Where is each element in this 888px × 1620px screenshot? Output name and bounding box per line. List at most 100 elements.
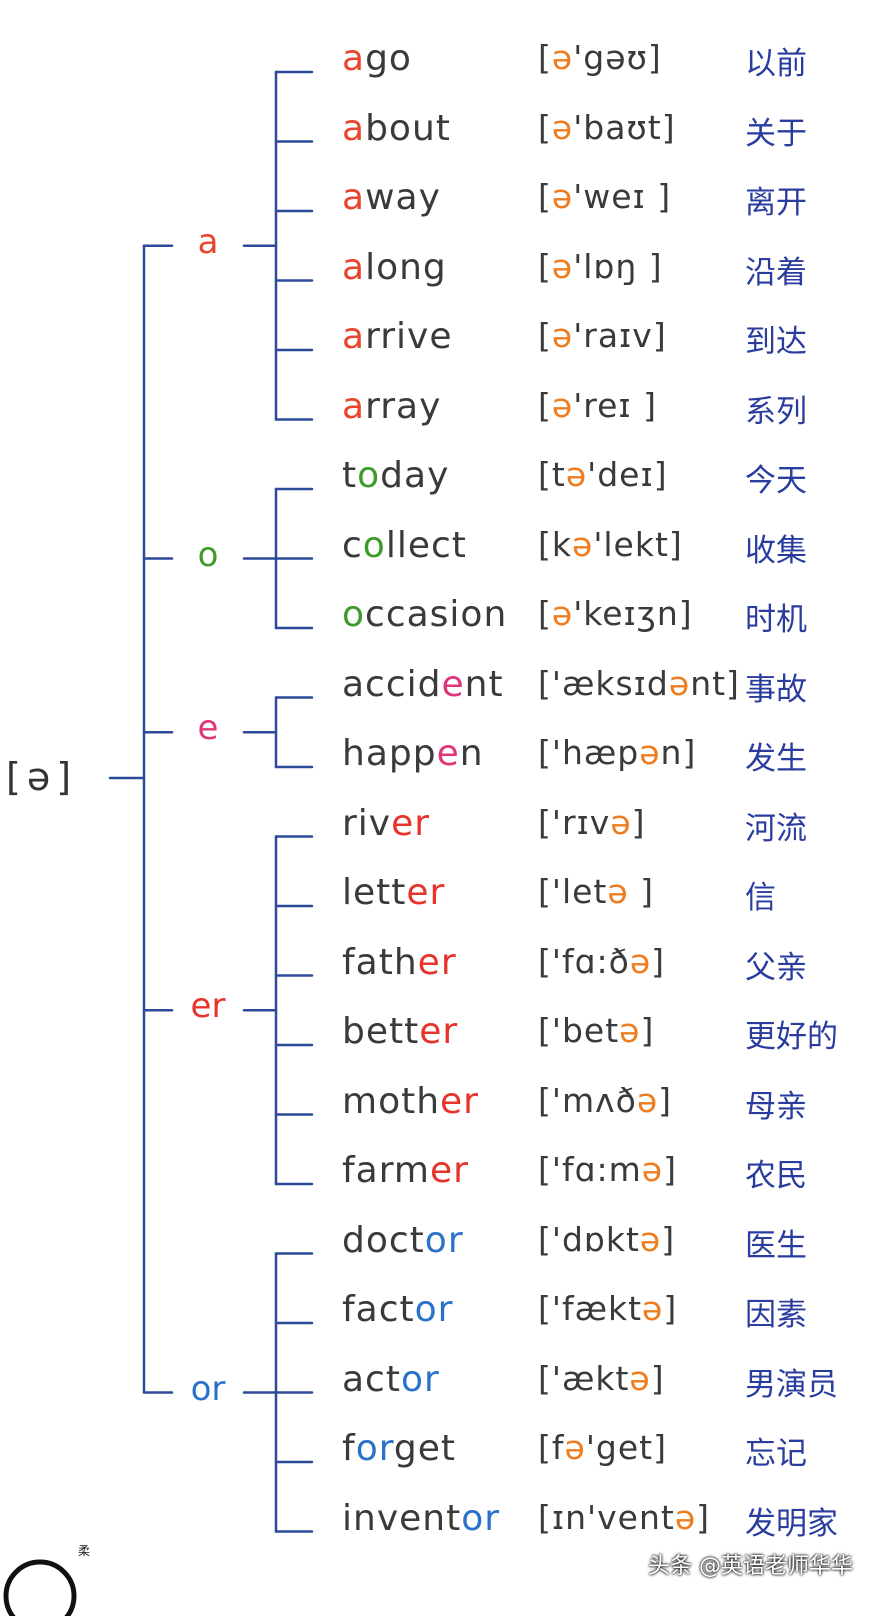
ipa-schwa: ə bbox=[668, 663, 691, 703]
word-part: fath bbox=[342, 941, 418, 983]
word-text: today bbox=[342, 455, 449, 496]
chinese-meaning: 离开 bbox=[745, 185, 807, 221]
ipa-part: ['æksɪd bbox=[538, 663, 669, 703]
ipa-schwa: ə bbox=[551, 177, 574, 216]
ipa-schwa: ə bbox=[674, 1497, 697, 1537]
chinese-meaning: 事故 bbox=[745, 671, 807, 708]
word-text: forget bbox=[342, 1428, 456, 1469]
chinese-meaning: 父亲 bbox=[745, 949, 807, 986]
group-label-or: or bbox=[190, 1368, 226, 1409]
word-part: get bbox=[393, 1428, 457, 1469]
word-text: collect bbox=[342, 525, 467, 566]
ipa-part: 'gəʊ] bbox=[573, 38, 662, 77]
ipa-part: n] bbox=[660, 733, 697, 772]
chinese-meaning: 因素 bbox=[745, 1297, 807, 1333]
word-text: mother bbox=[342, 1081, 479, 1122]
ipa-text: [ə'weɪ ] bbox=[538, 177, 671, 216]
word-part: doct bbox=[342, 1219, 425, 1261]
ipa-part: ['rɪv bbox=[538, 802, 611, 842]
word-text: array bbox=[342, 386, 441, 427]
word-text: father bbox=[342, 942, 457, 983]
chinese-meaning: 母亲 bbox=[745, 1088, 807, 1125]
word-text: farmer bbox=[342, 1150, 469, 1191]
chinese-meaning: 收集 bbox=[745, 532, 807, 569]
ipa-part: ['fɑ:m bbox=[538, 1150, 642, 1189]
word-row: ago[ə'gəʊ]以前 bbox=[0, 38, 888, 98]
ipa-part: ] bbox=[650, 1358, 665, 1398]
word-row: mother['mʌðə]母亲 bbox=[0, 1081, 888, 1141]
ipa-schwa: ə bbox=[607, 872, 629, 911]
word-text: about bbox=[342, 108, 451, 149]
chinese-meaning: 关于 bbox=[745, 115, 807, 152]
word-part: bout bbox=[365, 107, 451, 149]
ipa-part: ['bet bbox=[538, 1011, 620, 1050]
word-part: rrive bbox=[365, 316, 453, 357]
ipa-part: [t bbox=[538, 455, 566, 494]
ipa-part: ] bbox=[640, 1011, 655, 1050]
ipa-part: 'keɪʒn] bbox=[573, 594, 693, 633]
word-text: doctor bbox=[342, 1220, 464, 1261]
word-highlight: o bbox=[357, 455, 381, 496]
word-highlight: or bbox=[424, 1219, 464, 1261]
ipa-part: ['fɑ:ð bbox=[538, 941, 630, 981]
chinese-meaning: 今天 bbox=[745, 463, 807, 499]
ipa-text: [ɪn'ventə] bbox=[538, 1498, 710, 1537]
word-part: act bbox=[342, 1358, 401, 1400]
word-row: along[ə'lɒŋ ]沿着 bbox=[0, 247, 888, 307]
chinese-meaning: 发生 bbox=[745, 741, 807, 777]
word-text: arrive bbox=[342, 316, 453, 357]
ipa-text: [ə'keɪʒn] bbox=[538, 594, 693, 633]
word-text: happen bbox=[342, 733, 484, 774]
word-part: moth bbox=[342, 1080, 441, 1122]
word-highlight: er bbox=[417, 941, 457, 983]
word-text: occasion bbox=[342, 594, 507, 635]
ipa-part: ['mʌð bbox=[538, 1080, 637, 1120]
ipa-schwa: ə bbox=[551, 38, 574, 77]
word-part: nt bbox=[464, 663, 504, 705]
word-row: farmer['fɑ:mə]农民 bbox=[0, 1150, 888, 1210]
word-part: t bbox=[342, 455, 358, 496]
word-part: day bbox=[380, 455, 450, 496]
ipa-schwa: ə bbox=[564, 1428, 586, 1467]
group-label-o: o bbox=[197, 534, 219, 575]
ipa-schwa: ə bbox=[551, 385, 574, 425]
chinese-meaning: 信 bbox=[745, 880, 776, 916]
word-text: along bbox=[342, 247, 447, 288]
ipa-schwa: ə bbox=[629, 941, 652, 981]
chinese-meaning: 河流 bbox=[745, 810, 807, 847]
ipa-part: ] bbox=[628, 872, 655, 911]
word-highlight: a bbox=[342, 177, 366, 218]
ipa-part: ] bbox=[663, 1289, 678, 1328]
ipa-part: [f bbox=[538, 1428, 565, 1467]
chinese-meaning: 发明家 bbox=[745, 1505, 838, 1542]
ipa-text: ['æksɪdənt] bbox=[538, 664, 740, 703]
ipa-part: [ bbox=[538, 385, 552, 425]
ipa-text: ['rɪvə] bbox=[538, 803, 646, 842]
ipa-part: [ bbox=[538, 316, 552, 355]
word-highlight: o bbox=[362, 524, 386, 566]
ipa-part: nt] bbox=[690, 663, 740, 703]
ipa-schwa: ə bbox=[565, 455, 588, 494]
ipa-text: [ə'gəʊ] bbox=[538, 38, 662, 77]
chinese-meaning: 到达 bbox=[745, 324, 807, 360]
word-text: accident bbox=[342, 664, 504, 705]
ipa-schwa: ə bbox=[639, 733, 661, 772]
word-row: letter['letə ]信 bbox=[0, 872, 888, 932]
word-part: go bbox=[365, 38, 412, 79]
ipa-schwa: ə bbox=[619, 1011, 641, 1050]
ipa-part: [ bbox=[538, 107, 552, 147]
word-row: forget[fə'get]忘记 bbox=[0, 1428, 888, 1488]
ipa-schwa: ə bbox=[642, 1289, 664, 1328]
word-highlight: or bbox=[414, 1289, 454, 1330]
word-highlight: or bbox=[355, 1428, 394, 1469]
word-part: ccasion bbox=[365, 594, 508, 635]
word-row: array[ə'reɪ ]系列 bbox=[0, 386, 888, 446]
ipa-schwa: ə bbox=[636, 1080, 659, 1120]
ipa-schwa: ə bbox=[551, 246, 574, 286]
ipa-part: 'reɪ ] bbox=[573, 385, 658, 425]
ipa-part: ] bbox=[631, 802, 646, 842]
ipa-part: ['hæp bbox=[538, 733, 640, 772]
word-row: happen ['hæpən] 发生 bbox=[0, 733, 888, 793]
corner-mark: 柔 bbox=[78, 1544, 91, 1558]
word-text: away bbox=[342, 177, 441, 218]
